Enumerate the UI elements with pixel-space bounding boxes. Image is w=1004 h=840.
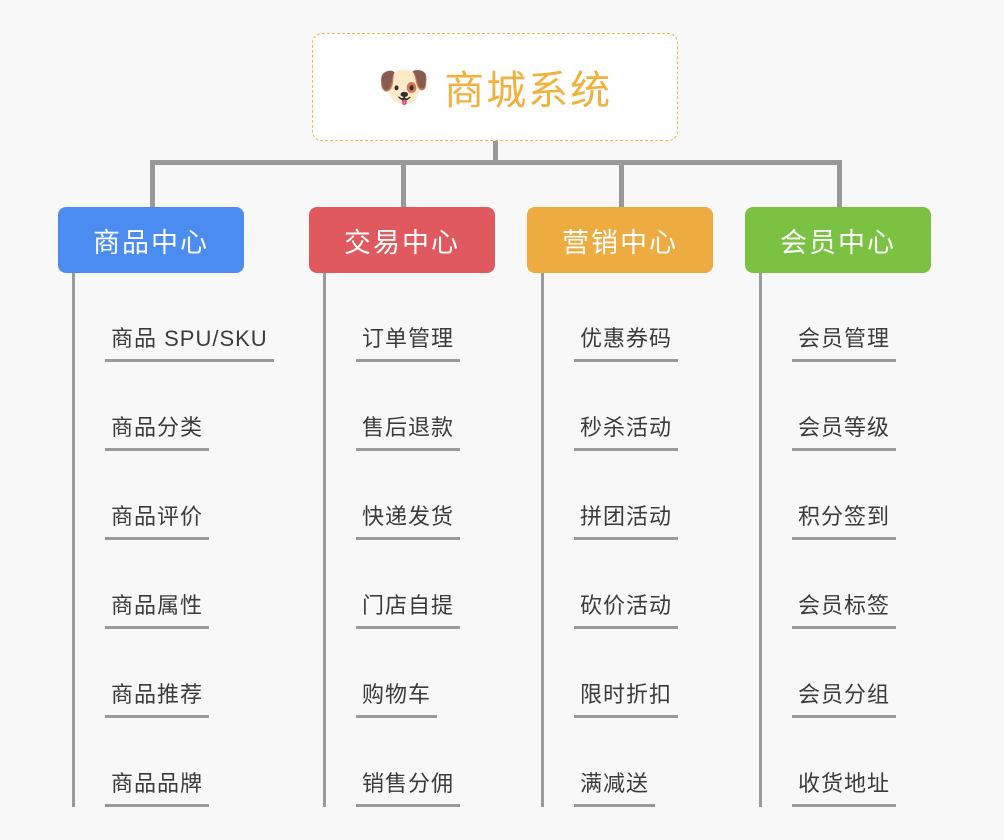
branch-header-member-center[interactable]: 会员中心 bbox=[745, 207, 931, 273]
leaf-label: 砍价活动 bbox=[574, 588, 679, 629]
leaf-label: 会员分组 bbox=[792, 677, 897, 718]
leaf-label: 优惠券码 bbox=[574, 321, 679, 362]
list-item[interactable]: 快递发货 bbox=[326, 451, 495, 540]
connector-drop-product-center bbox=[150, 160, 155, 208]
leaf-label: 秒杀活动 bbox=[574, 410, 679, 451]
list-item[interactable]: 商品属性 bbox=[75, 540, 244, 629]
leaf-label: 快递发货 bbox=[356, 499, 461, 540]
leaf-list-marketing-center: 优惠券码 秒杀活动 拼团活动 砍价活动 限时折扣 满减送 bbox=[541, 273, 713, 807]
leaf-label: 销售分佣 bbox=[356, 766, 461, 807]
branch-header-marketing-center[interactable]: 营销中心 bbox=[527, 207, 713, 273]
branch-column-marketing-center: 营销中心 优惠券码 秒杀活动 拼团活动 砍价活动 限时折扣 满减送 bbox=[527, 207, 713, 807]
branch-header-label: 会员中心 bbox=[780, 227, 896, 258]
connector-horizontal-bus bbox=[150, 160, 842, 165]
list-item[interactable]: 购物车 bbox=[326, 629, 495, 718]
leaf-label: 收货地址 bbox=[792, 766, 897, 807]
branch-header-product-center[interactable]: 商品中心 bbox=[58, 207, 244, 273]
list-item[interactable]: 会员分组 bbox=[762, 629, 931, 718]
list-item[interactable]: 门店自提 bbox=[326, 540, 495, 629]
list-item[interactable]: 优惠券码 bbox=[544, 273, 713, 362]
leaf-label: 拼团活动 bbox=[574, 499, 679, 540]
leaf-label: 售后退款 bbox=[356, 410, 461, 451]
branch-header-label: 商品中心 bbox=[93, 227, 209, 258]
leaf-label: 会员等级 bbox=[792, 410, 897, 451]
branch-header-trade-center[interactable]: 交易中心 bbox=[309, 207, 495, 273]
list-item[interactable]: 限时折扣 bbox=[544, 629, 713, 718]
list-item[interactable]: 会员管理 bbox=[762, 273, 931, 362]
list-item[interactable]: 售后退款 bbox=[326, 362, 495, 451]
list-item[interactable]: 秒杀活动 bbox=[544, 362, 713, 451]
list-item[interactable]: 砍价活动 bbox=[544, 540, 713, 629]
leaf-list-trade-center: 订单管理 售后退款 快递发货 门店自提 购物车 销售分佣 bbox=[323, 273, 495, 807]
leaf-label: 商品 SPU/SKU bbox=[105, 321, 274, 362]
connector-drop-marketing-center bbox=[619, 160, 624, 208]
branch-header-label: 交易中心 bbox=[344, 227, 460, 258]
leaf-label: 会员标签 bbox=[792, 588, 897, 629]
leaf-label: 满减送 bbox=[574, 766, 656, 807]
branch-column-product-center: 商品中心 商品 SPU/SKU 商品分类 商品评价 商品属性 商品推荐 商品品牌 bbox=[58, 207, 274, 807]
leaf-label: 商品分类 bbox=[105, 410, 210, 451]
root-node[interactable]: 🐶 商城系统 bbox=[312, 33, 678, 141]
leaf-label: 门店自提 bbox=[356, 588, 461, 629]
leaf-label: 商品推荐 bbox=[105, 677, 210, 718]
leaf-label: 购物车 bbox=[356, 677, 438, 718]
list-item[interactable]: 销售分佣 bbox=[326, 718, 495, 807]
list-item[interactable]: 订单管理 bbox=[326, 273, 495, 362]
list-item[interactable]: 积分签到 bbox=[762, 451, 931, 540]
leaf-list-product-center: 商品 SPU/SKU 商品分类 商品评价 商品属性 商品推荐 商品品牌 bbox=[72, 273, 274, 807]
leaf-label: 商品评价 bbox=[105, 499, 210, 540]
list-item[interactable]: 收货地址 bbox=[762, 718, 931, 807]
connector-drop-member-center bbox=[837, 160, 842, 208]
leaf-label: 商品属性 bbox=[105, 588, 210, 629]
connector-drop-trade-center bbox=[401, 160, 406, 208]
root-title: 商城系统 bbox=[444, 69, 613, 113]
branch-column-trade-center: 交易中心 订单管理 售后退款 快递发货 门店自提 购物车 销售分佣 bbox=[309, 207, 495, 807]
leaf-label: 限时折扣 bbox=[574, 677, 679, 718]
leaf-label: 积分签到 bbox=[792, 499, 897, 540]
leaf-label: 商品品牌 bbox=[105, 766, 210, 807]
list-item[interactable]: 商品推荐 bbox=[75, 629, 244, 718]
list-item[interactable]: 会员标签 bbox=[762, 540, 931, 629]
leaf-list-member-center: 会员管理 会员等级 积分签到 会员标签 会员分组 收货地址 bbox=[759, 273, 931, 807]
list-item[interactable]: 商品分类 bbox=[75, 362, 244, 451]
list-item[interactable]: 拼团活动 bbox=[544, 451, 713, 540]
leaf-label: 会员管理 bbox=[792, 321, 897, 362]
list-item[interactable]: 满减送 bbox=[544, 718, 713, 807]
list-item[interactable]: 商品 SPU/SKU bbox=[75, 273, 274, 362]
leaf-label: 订单管理 bbox=[356, 321, 461, 362]
dog-face-icon: 🐶 bbox=[377, 63, 431, 110]
connector-root-stem bbox=[493, 141, 498, 164]
list-item[interactable]: 商品品牌 bbox=[75, 718, 244, 807]
list-item[interactable]: 商品评价 bbox=[75, 451, 244, 540]
branch-header-label: 营销中心 bbox=[562, 227, 678, 258]
list-item[interactable]: 会员等级 bbox=[762, 362, 931, 451]
branch-column-member-center: 会员中心 会员管理 会员等级 积分签到 会员标签 会员分组 收货地址 bbox=[745, 207, 931, 807]
